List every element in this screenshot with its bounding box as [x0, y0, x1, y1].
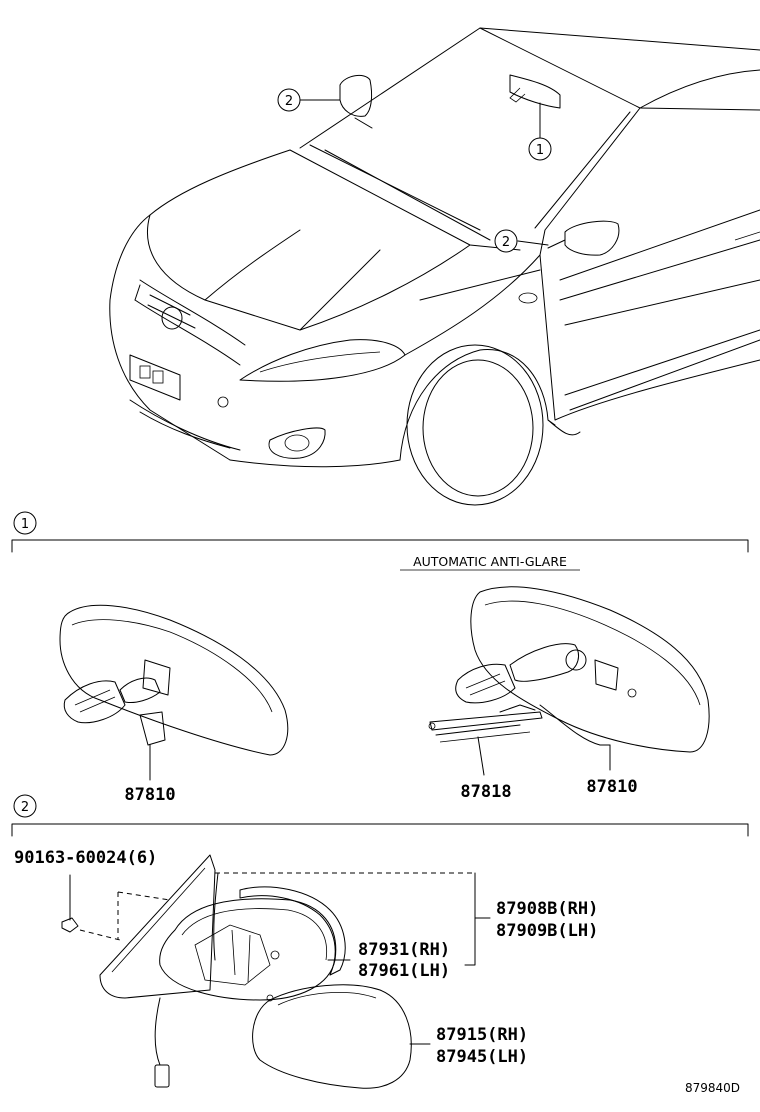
section-1-bracket	[11, 539, 749, 553]
part-87810-standard: 87810	[124, 785, 175, 805]
part-87909B-lh: 87909B(LH)	[496, 921, 598, 941]
callout-2-right-mirror	[494, 229, 518, 253]
harness-87818	[428, 704, 543, 776]
screw-90163	[61, 874, 171, 941]
section-2-marker	[13, 794, 37, 818]
section-1: 87810 AUTOMATIC ANTI-GLARE 87810	[11, 511, 749, 805]
callout-2-left-label: 2	[285, 94, 293, 109]
part-87931-rh: 87931(RH)	[358, 940, 450, 960]
diagram-code: 879840D	[685, 1081, 740, 1095]
section-2	[11, 794, 749, 1089]
assembly-bracket	[464, 872, 476, 966]
mirror-housing	[159, 886, 351, 1002]
part-87908B-rh: 87908B(RH)	[496, 899, 598, 919]
part-87810-anti-glare: 87810	[586, 777, 637, 797]
mirror-bracket	[99, 854, 475, 1088]
mirror-cover	[252, 984, 431, 1089]
section-1-marker	[13, 511, 37, 535]
callout-1-inner-mirror	[528, 137, 552, 161]
anti-glare-label: AUTOMATIC ANTI-GLARE	[413, 554, 567, 569]
part-90163-60024: 90163-60024(6)	[14, 848, 157, 868]
callout-1-label: 1	[536, 143, 544, 158]
inner-mirror-standard	[59, 604, 289, 781]
part-87915-rh: 87915(RH)	[436, 1025, 528, 1045]
inner-mirror-anti-glare	[455, 586, 710, 771]
part-87961-lh: 87961(LH)	[358, 961, 450, 981]
section-2-bracket	[11, 823, 749, 837]
part-87818: 87818	[460, 782, 511, 802]
section-2-marker-label: 2	[21, 800, 29, 815]
callout-2-left-mirror	[277, 88, 301, 112]
car-illustration	[109, 27, 760, 506]
part-87945-lh: 87945(LH)	[436, 1047, 528, 1067]
callout-2-right-label: 2	[502, 235, 510, 250]
section-1-marker-label: 1	[21, 517, 29, 532]
